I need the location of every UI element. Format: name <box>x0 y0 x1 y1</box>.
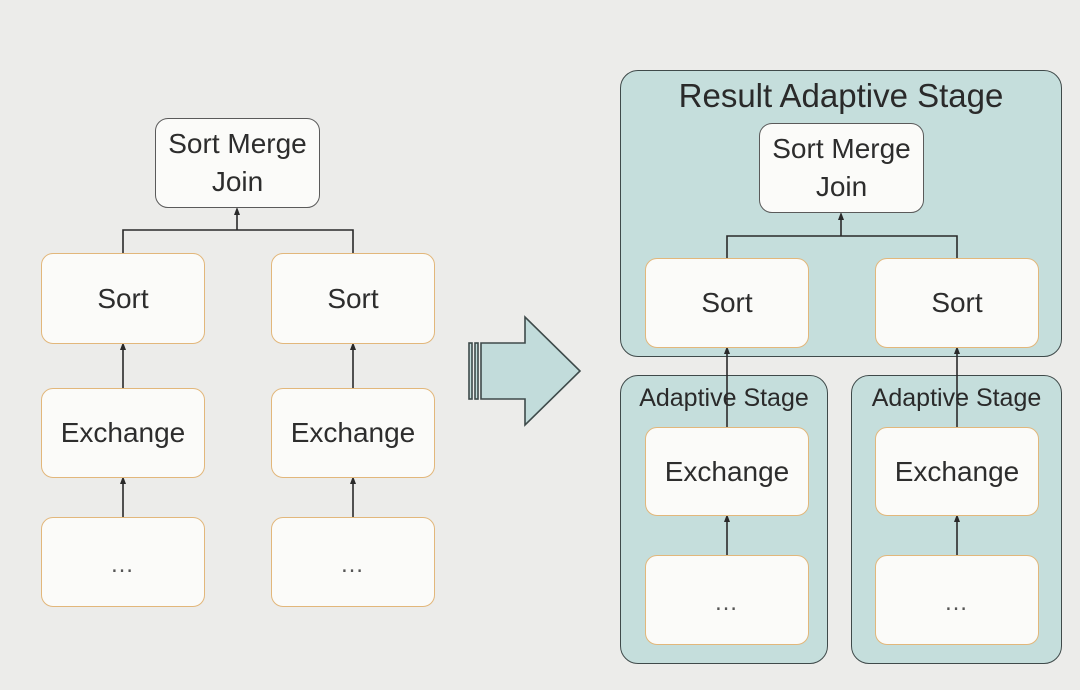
left-sort-merge-join-node: Sort Merge Join <box>155 118 320 208</box>
left-join-connector <box>122 229 354 253</box>
left-sort-node-1: Sort <box>41 253 205 344</box>
left-exchange-node-2: Exchange <box>271 388 435 478</box>
right-join-connector <box>726 235 958 258</box>
left-child-node-1: … <box>41 517 205 607</box>
right-exchange-node-2: Exchange <box>875 427 1039 516</box>
right-child-node-1: … <box>645 555 809 645</box>
right-exchange-node-1: Exchange <box>645 427 809 516</box>
result-stage-title: Result Adaptive Stage <box>678 77 1004 114</box>
right-sort-node-1: Sort <box>645 258 809 348</box>
left-child-node-2: … <box>271 517 435 607</box>
left-exchange-node-1: Exchange <box>41 388 205 478</box>
right-sort-node-2: Sort <box>875 258 1039 348</box>
transform-arrow <box>468 315 582 427</box>
right-sort-merge-join-node: Sort Merge Join <box>759 123 924 213</box>
adaptive-stage-left-title: Adaptive Stage <box>639 384 809 412</box>
right-child-node-2: … <box>875 555 1039 645</box>
left-sort-node-2: Sort <box>271 253 435 344</box>
